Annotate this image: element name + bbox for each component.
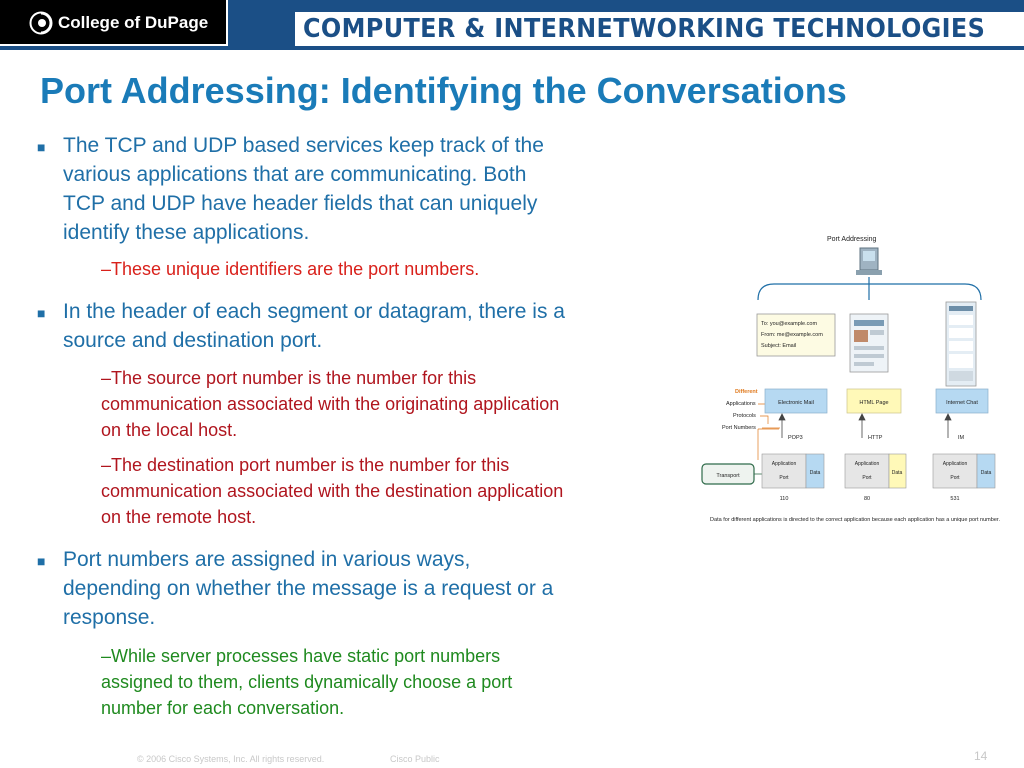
sub-bullet: –The destination port number is the numb… <box>101 452 563 530</box>
sub-bullet: –These unique identifiers are the port n… <box>101 256 479 282</box>
diagram-title: Port Addressing <box>827 236 877 243</box>
segment-data: Data <box>981 470 992 476</box>
bullet-icon: ■ <box>37 553 46 569</box>
bullet-line: depending on whether the message is a re… <box>63 577 554 600</box>
protocol-label: POP3 <box>788 435 803 441</box>
app-name: Electronic Mail <box>778 400 814 406</box>
header-bar: College of DuPage COMPUTER & INTERNETWOR… <box>0 0 1024 50</box>
email-line: To: you@example.com <box>761 321 817 327</box>
app-box-email <box>764 388 828 414</box>
segment-header: Application <box>855 461 880 467</box>
sub-bullet-line: number for each conversation. <box>101 698 345 718</box>
port-number: 110 <box>780 496 789 502</box>
label-port-numbers: Port Numbers <box>722 425 756 431</box>
port-connector <box>757 428 779 460</box>
sub-bullet-line: on the remote host. <box>101 507 257 527</box>
bullet-icon: ■ <box>37 305 46 321</box>
segment-3: Application Port Data <box>932 453 996 489</box>
transport-label: Transport <box>716 473 740 479</box>
bullet-line: response. <box>63 606 156 629</box>
app-name: Internet Chat <box>946 400 978 406</box>
diagram-canvas: Port Addressing To: you@example.com From… <box>701 236 1000 523</box>
segment-1: Application Port Data <box>761 453 825 489</box>
bullet-line: source and destination port. <box>63 329 323 352</box>
sub-bullet-line: –These unique identifiers are the port n… <box>101 259 480 279</box>
page-number: 14 <box>974 749 988 763</box>
app-box-chat <box>935 388 989 414</box>
sub-bullet-line: on the local host. <box>101 420 238 440</box>
email-line: From: me@example.com <box>761 332 823 338</box>
segment-header: Port <box>950 475 960 481</box>
sub-bullet-line: communication associated with the destin… <box>101 481 564 501</box>
bullet-line: TCP and UDP have header fields that can … <box>63 192 538 215</box>
college-logo: College of DuPage <box>0 0 228 46</box>
program-banner: COMPUTER & INTERNETWORKING TECHNOLOGIES <box>295 12 1024 46</box>
bullet-line: In the header of each segment or datagra… <box>63 300 565 323</box>
college-logo-icon <box>29 11 53 35</box>
segment-header: Port <box>779 475 789 481</box>
computer-icon <box>856 247 882 275</box>
sub-bullet-line: –While server processes have static port… <box>101 646 501 666</box>
banner-text: COMPUTER & INTERNETWORKING TECHNOLOGIES <box>303 14 986 44</box>
sub-bullet-line: –The source port number is the number fo… <box>101 368 477 388</box>
email-line: Subject: Email <box>761 343 796 349</box>
sub-bullet-line: assigned to them, clients dynamically ch… <box>101 672 513 692</box>
bullet-line: identify these applications. <box>63 221 310 244</box>
slide-title: Port Addressing: Identifying the Convers… <box>40 70 847 111</box>
segment-data: Data <box>892 470 903 476</box>
chat-window-icon <box>945 301 977 387</box>
segment-data: Data <box>810 470 821 476</box>
sub-bullet-line: communication associated with the origin… <box>101 394 560 414</box>
bullet-icon: ■ <box>37 139 46 155</box>
app-name: HTML Page <box>859 400 888 406</box>
label-applications: Applications <box>726 401 756 407</box>
label-different: Different <box>735 389 758 395</box>
web-page-icon <box>849 313 889 373</box>
port-number: 531 <box>950 496 959 502</box>
logo-text: College of DuPage <box>58 13 209 32</box>
bullet-line: The TCP and UDP based services keep trac… <box>63 134 544 157</box>
footer-classification: Cisco Public <box>390 754 440 764</box>
protocol-label: HTTP <box>868 435 883 441</box>
protocol-label: IM <box>958 435 965 441</box>
app-box-html <box>846 388 902 414</box>
sub-bullet-line: –The destination port number is the numb… <box>101 455 510 475</box>
port-addressing-diagram: Port Addressing To: you@example.com From… <box>700 228 1010 528</box>
sub-bullet: –The source port number is the number fo… <box>101 365 559 443</box>
segment-header: Port <box>862 475 872 481</box>
segment-header: Application <box>772 461 797 467</box>
port-number: 80 <box>864 496 870 502</box>
bullet-line: Port numbers are assigned in various way… <box>63 548 471 571</box>
diagram-caption: Data for different applications is direc… <box>710 517 1000 523</box>
footer-copyright: © 2006 Cisco Systems, Inc. All rights re… <box>137 754 325 764</box>
arrow-icon <box>778 413 952 438</box>
label-protocols: Protocols <box>733 413 756 419</box>
sub-bullet: –While server processes have static port… <box>101 643 512 721</box>
segment-header: Application <box>943 461 968 467</box>
email-window: To: you@example.com From: me@example.com… <box>756 313 836 357</box>
segment-2: Application Port Data <box>844 453 907 489</box>
bullet-line: various applications that are communicat… <box>63 163 527 186</box>
